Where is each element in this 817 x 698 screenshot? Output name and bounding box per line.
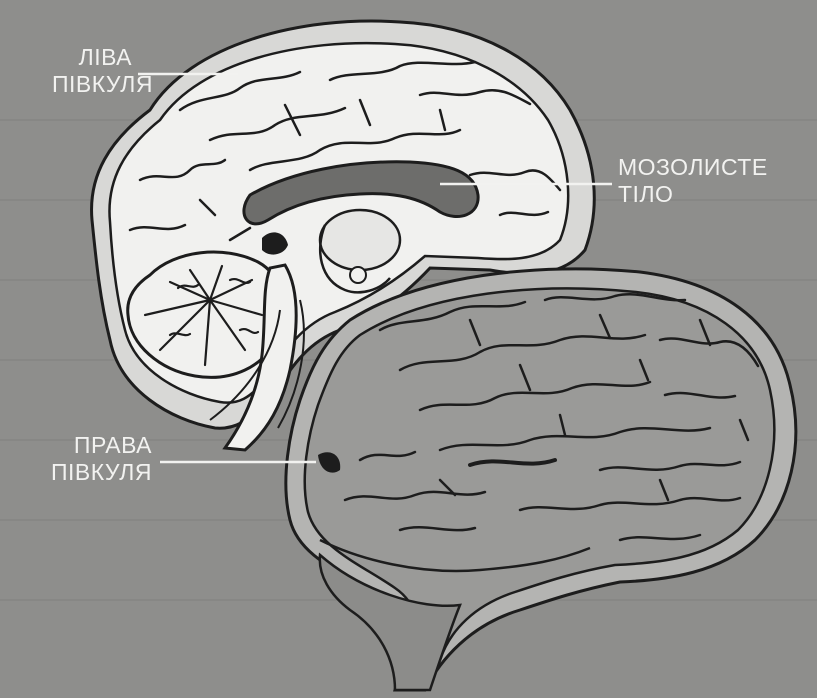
label-corpus-callosum: МОЗОЛИСТЕ ТІЛО (618, 154, 768, 208)
thalamus (320, 210, 400, 270)
right-hemisphere-illustration (286, 269, 796, 690)
label-left-hemisphere: ЛІВА ПІВКУЛЯ (52, 44, 132, 98)
pineal-gland (350, 267, 366, 283)
label-right-hemisphere: ПРАВА ПІВКУЛЯ (38, 432, 152, 486)
